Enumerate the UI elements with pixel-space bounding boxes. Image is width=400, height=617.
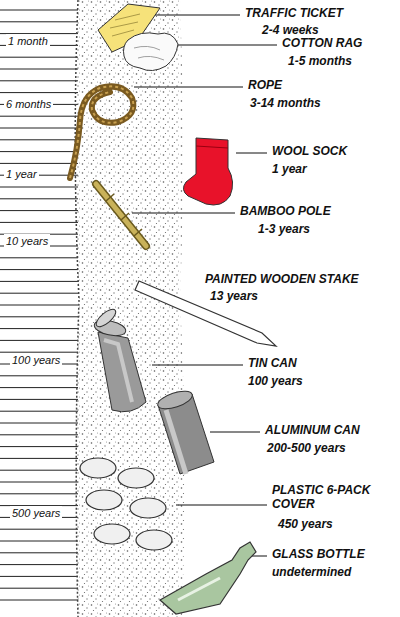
scale-tick <box>0 305 78 306</box>
scale-tick <box>0 340 78 341</box>
scale-tick <box>0 10 78 11</box>
scale-label: 10 years <box>4 234 50 248</box>
cotton-rag <box>124 33 179 71</box>
scale-tick <box>0 163 78 164</box>
scale-tick <box>0 69 78 70</box>
scale-tick <box>0 470 78 471</box>
glass-bottle <box>160 542 256 614</box>
scale-tick <box>0 541 78 542</box>
duration: 200-500 years <box>267 441 346 455</box>
scale-tick <box>0 316 78 317</box>
scale-tick <box>0 198 78 199</box>
soil-edge <box>75 0 79 617</box>
scale-tick <box>0 151 78 152</box>
scale-tick <box>0 588 78 589</box>
scale-tick <box>0 552 78 553</box>
duration: 450 years <box>278 517 333 531</box>
duration: 1-3 years <box>258 222 310 236</box>
wooden-stake <box>135 281 276 346</box>
scale-tick <box>0 187 78 188</box>
item-name: GLASS BOTTLE <box>272 547 365 561</box>
tin-can <box>93 306 146 411</box>
scale-tick <box>0 269 78 270</box>
item-name: WOOL SOCK <box>272 144 347 158</box>
duration: 100 years <box>248 374 303 388</box>
scale-tick <box>0 423 78 424</box>
scale-tick <box>0 576 78 577</box>
scale-tick <box>0 434 78 435</box>
scale-label: 1 month <box>6 34 50 48</box>
time-scale <box>0 10 78 600</box>
scale-tick <box>0 116 78 117</box>
scale-tick <box>0 529 78 530</box>
scale-label: 500 years <box>10 506 62 520</box>
scale-tick <box>0 387 78 388</box>
item-name: PLASTIC 6-PACK COVER <box>272 483 392 511</box>
scale-tick <box>0 92 78 93</box>
scale-tick <box>0 564 78 565</box>
scale-label: 6 months <box>4 97 53 111</box>
scale-tick <box>0 328 78 329</box>
duration: 13 years <box>210 289 258 303</box>
item-name: COTTON RAG <box>282 36 362 50</box>
scale-tick <box>0 21 78 22</box>
item-name: PAINTED WOODEN STAKE <box>205 272 359 286</box>
item-name: TRAFFIC TICKET <box>245 6 343 20</box>
scale-tick <box>0 210 78 211</box>
wool-sock <box>183 138 232 205</box>
scale-tick <box>0 57 78 58</box>
aluminum-can <box>156 388 214 474</box>
item-name: BAMBOO POLE <box>240 204 331 218</box>
scale-tick <box>0 600 78 601</box>
scale-tick <box>0 80 78 81</box>
duration: undetermined <box>272 565 351 579</box>
scale-tick <box>0 411 78 412</box>
bamboo-pole <box>96 184 146 246</box>
rope <box>70 86 133 178</box>
scale-tick <box>0 446 78 447</box>
item-name: TIN CAN <box>248 356 297 370</box>
scale-tick <box>0 493 78 494</box>
scale-label: 1 year <box>4 167 39 181</box>
duration: 3-14 months <box>250 96 321 110</box>
item-name: ROPE <box>248 78 282 92</box>
scale-tick <box>0 482 78 483</box>
duration: 2-4 weeks <box>262 23 319 37</box>
item-name: ALUMINUM CAN <box>265 423 360 437</box>
scale-tick <box>0 139 78 140</box>
duration: 1 year <box>272 162 307 176</box>
scale-tick <box>0 458 78 459</box>
scale-tick <box>0 293 78 294</box>
scale-tick <box>0 281 78 282</box>
duration: 1-5 months <box>288 54 352 68</box>
scale-tick <box>0 128 78 129</box>
scale-label: 100 years <box>10 353 62 367</box>
scale-tick <box>0 222 78 223</box>
scale-tick <box>0 375 78 376</box>
six-pack-cover <box>80 458 172 550</box>
scale-tick <box>0 257 78 258</box>
scale-tick <box>0 399 78 400</box>
